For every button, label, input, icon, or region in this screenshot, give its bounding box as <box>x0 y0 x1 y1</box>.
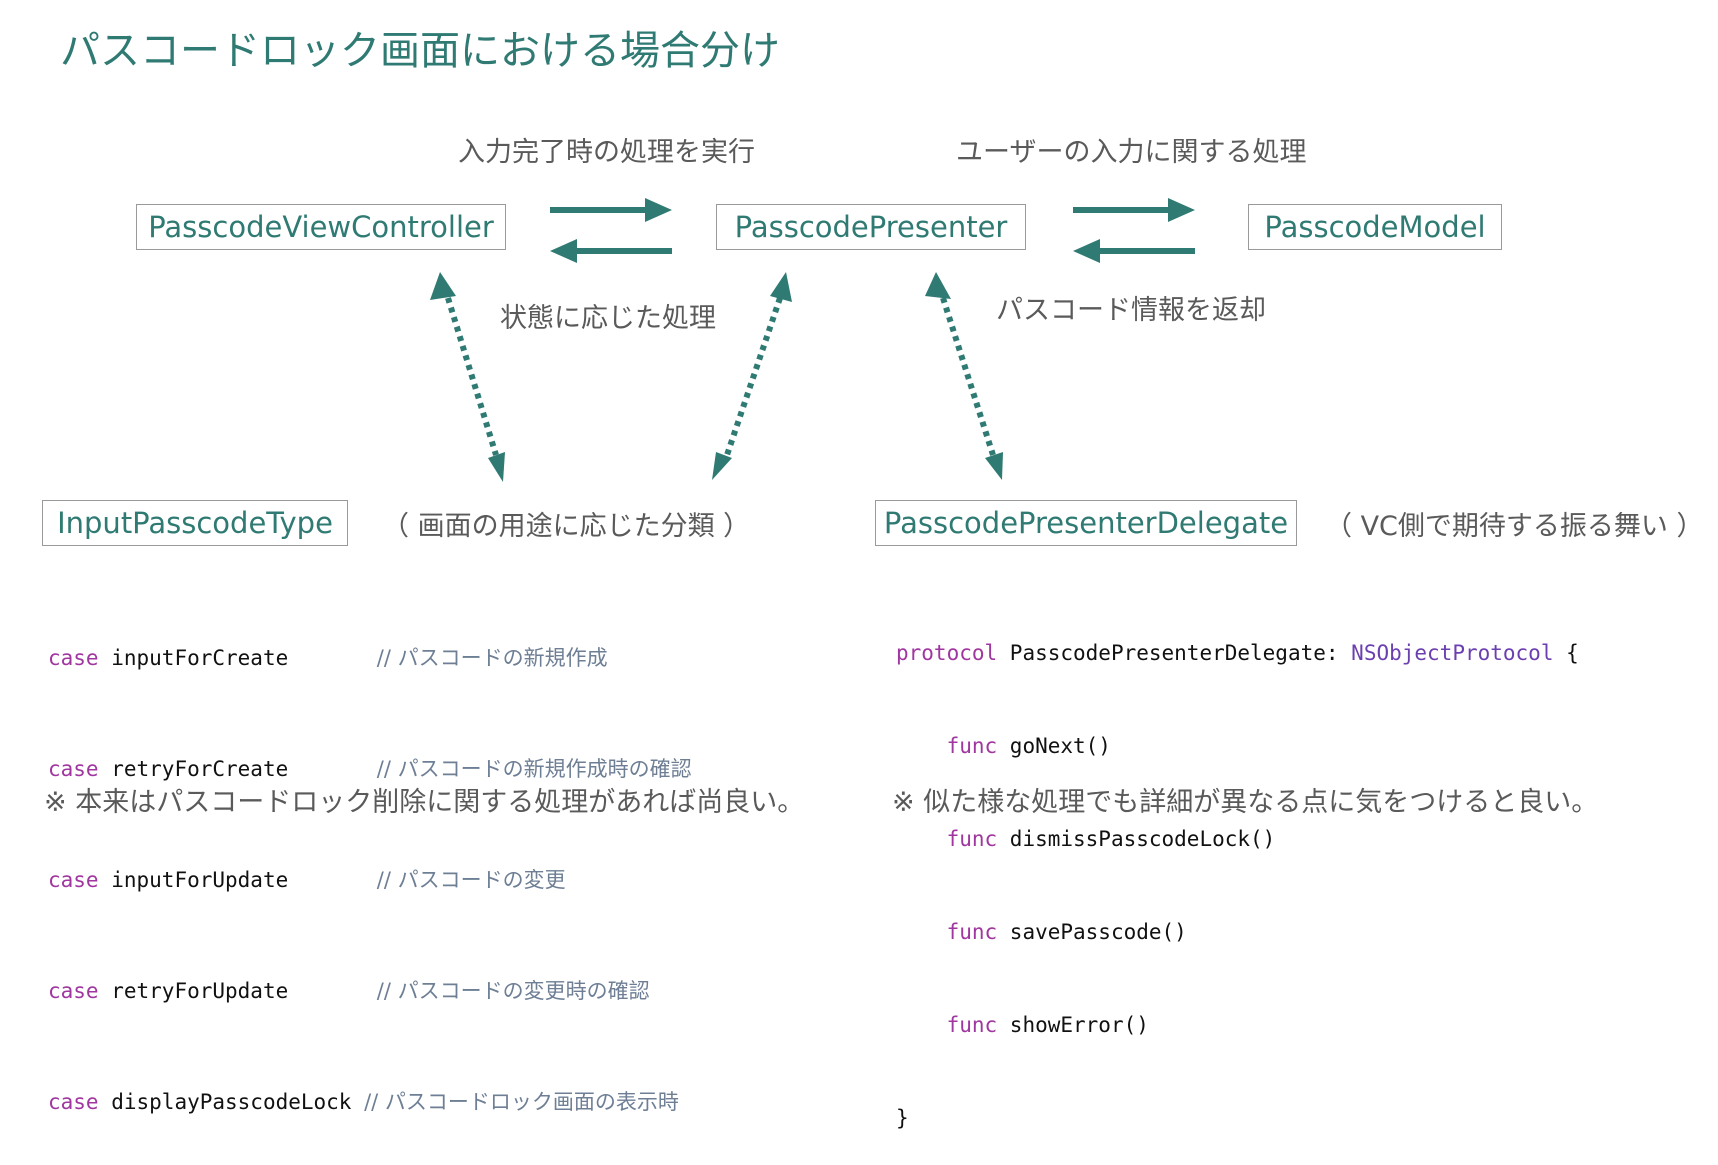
label-return-info: パスコード情報を返却 <box>996 295 1266 326</box>
arrow-vc-to-presenter <box>550 198 672 222</box>
arrow-presenter-to-model <box>1073 198 1195 222</box>
label-vc-to-presenter: 入力完了時の処理を実行 <box>458 137 755 168</box>
label-presenter-to-model: ユーザーの入力に関する処理 <box>956 137 1307 168</box>
box-view-controller: PasscodeViewController <box>136 204 506 250</box>
code-line: case retryForCreate // パスコードの新規作成時の確認 <box>48 757 692 781</box>
code-line: case inputForCreate // パスコードの新規作成 <box>48 646 608 670</box>
code-line: func goNext() <box>946 734 1111 758</box>
connector-arrows <box>430 198 1195 482</box>
arrow-presenter-to-vc <box>550 239 672 263</box>
code-line: func dismissPasscodeLock() <box>946 827 1276 851</box>
box-presenter-delegate: PasscodePresenterDelegate <box>875 500 1297 546</box>
label-type-desc: （ 画面の用途に応じた分類 ） <box>382 511 751 542</box>
page-title: パスコードロック画面における場合分け <box>60 28 780 74</box>
label-delegate-desc: （ VC側で期待する振る舞い ） <box>1325 511 1704 542</box>
box-presenter: PasscodePresenter <box>716 204 1026 250</box>
enum-code-block: case inputForCreate // パスコードの新規作成 case r… <box>48 566 692 1158</box>
code-line: } <box>896 1106 909 1130</box>
code-line: func savePasscode() <box>946 920 1187 944</box>
dotted-arrow-vc-type <box>430 272 505 482</box>
dotted-arrow-presenter-delegate <box>925 272 1003 480</box>
box-model: PasscodeModel <box>1248 204 1502 250</box>
dotted-arrow-presenter-type <box>712 272 792 480</box>
note-left: ※ 本来はパスコードロック削除に関する処理があれば尚良い。 <box>44 787 805 818</box>
box-input-passcode-type: InputPasscodeType <box>42 500 348 546</box>
note-right: ※ 似た様な処理でも詳細が異なる点に気をつけると良い。 <box>892 787 1599 818</box>
code-line: protocol PasscodePresenterDelegate: NSOb… <box>896 641 1579 665</box>
label-state-processing: 状態に応じた処理 <box>500 303 716 334</box>
arrow-model-to-presenter <box>1073 239 1195 263</box>
code-line: func showError() <box>946 1013 1149 1037</box>
protocol-code-block: protocol PasscodePresenterDelegate: NSOb… <box>896 576 1579 1165</box>
code-line: case retryForUpdate // パスコードの変更時の確認 <box>48 979 650 1003</box>
code-line: case displayPasscodeLock // パスコードロック画面の表… <box>48 1090 679 1114</box>
code-line: case inputForUpdate // パスコードの変更 <box>48 868 566 892</box>
